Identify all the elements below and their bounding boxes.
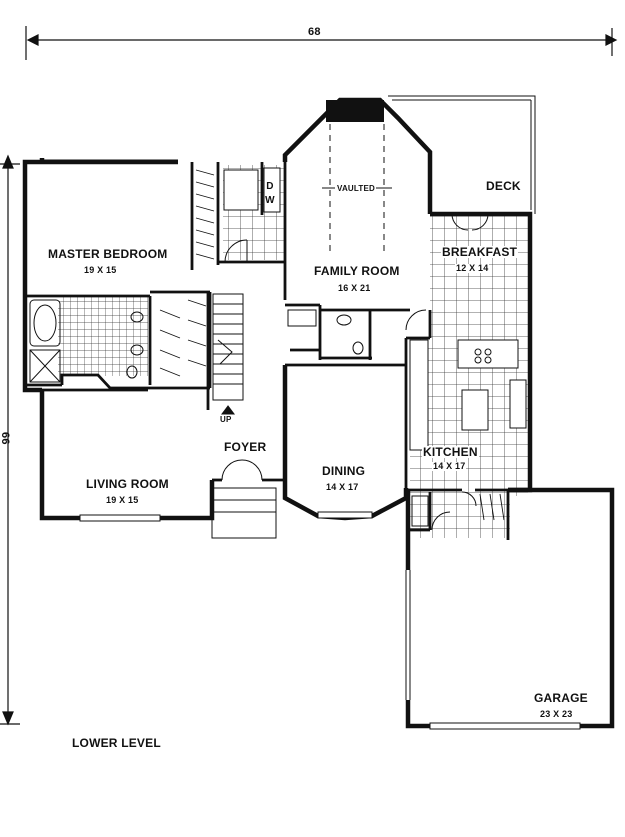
overall-width-label: 68 [308,26,321,38]
room-name-master-bedroom: MASTER BEDROOM [48,247,168,261]
room-size-dining: 14 X 17 [326,482,359,492]
room-name-kitchen: KITCHEN [422,445,479,459]
room-size-master-bedroom: 19 X 15 [84,265,117,275]
fixtures [29,95,581,730]
room-name-family-room: FAMILY ROOM [314,264,400,278]
dishwasher-note: D W [265,181,275,206]
interior-walls [25,162,530,540]
room-size-garage: 23 X 23 [540,709,573,719]
overall-depth-label: 66 [0,432,11,445]
level-label: LOWER LEVEL [72,736,161,750]
room-name-deck: DECK [486,179,521,193]
room-name-garage: GARAGE [534,691,588,705]
room-size-kitchen: 14 X 17 [432,461,467,471]
room-name-foyer: FOYER [224,440,267,454]
room-size-breakfast: 12 X 14 [455,263,490,273]
stair-up-note: UP [220,415,232,424]
room-size-family-room: 16 X 21 [338,283,371,293]
room-size-living-room: 19 X 15 [106,495,139,505]
fireplace-chimney [326,100,384,122]
room-name-dining: DINING [322,464,366,478]
room-name-breakfast: BREAKFAST [441,245,519,259]
vaulted-note: VAULTED [337,184,375,193]
room-name-living-room: LIVING ROOM [86,477,169,491]
dimension-lines [0,26,618,726]
